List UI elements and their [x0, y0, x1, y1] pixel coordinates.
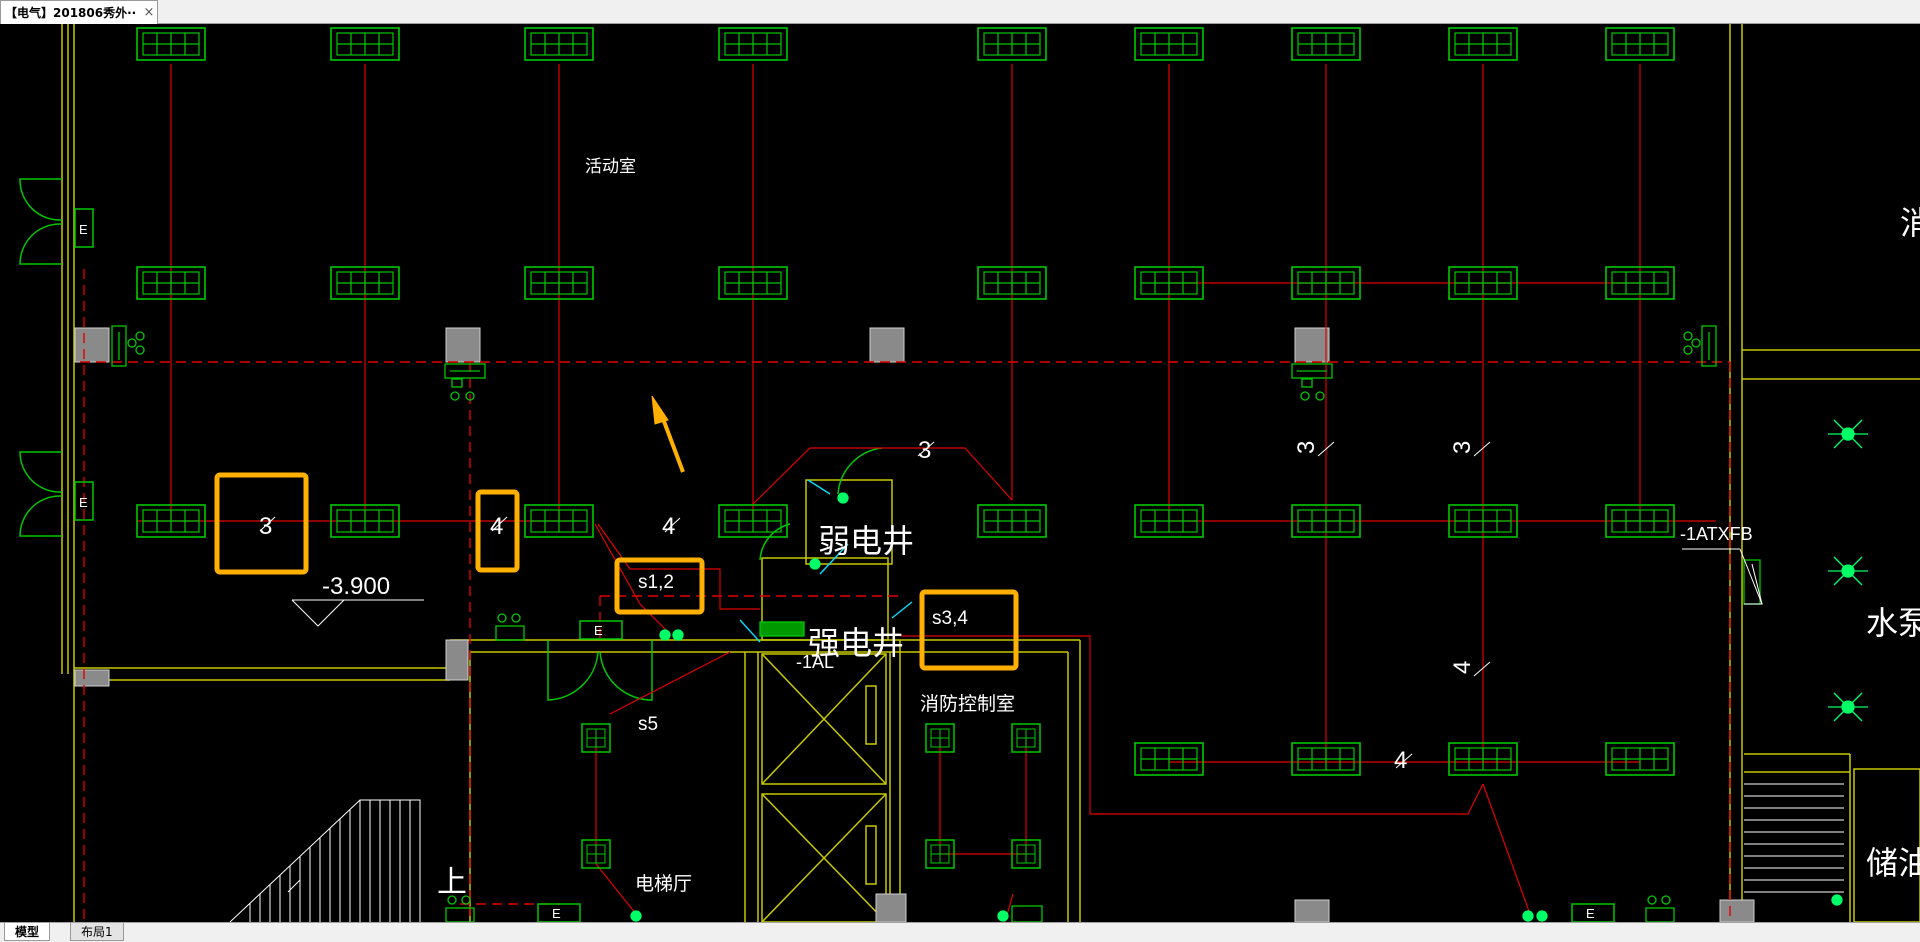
circuit-wiring: [137, 64, 1716, 922]
svg-text:E: E: [594, 623, 603, 638]
room-label-strong-shaft: 强电井: [808, 625, 904, 661]
highlight-boxes: [214, 472, 1019, 671]
panel-label-1al: -1AL: [796, 652, 834, 672]
exit-signs: E E E E E: [74, 208, 1615, 922]
svg-text:E: E: [79, 222, 88, 237]
circuit-label-s12: s1,2: [638, 572, 674, 593]
elevation-marker: [291, 548, 1763, 627]
drawing-canvas[interactable]: E E E E E: [0, 24, 1920, 922]
svg-text:E: E: [1586, 906, 1595, 921]
room-label-pump: 水泵: [1866, 605, 1920, 641]
document-tab-bar: 【电气】201806秀外·· ×: [0, 0, 1920, 24]
wire-count-4a: 4: [490, 513, 503, 540]
room-label-elevator-hall: 电梯厅: [635, 873, 692, 895]
tab-model[interactable]: 模型: [4, 923, 51, 941]
building-walls: [61, 24, 1920, 922]
room-label-activity: 活动室: [585, 157, 636, 176]
svg-text:E: E: [552, 906, 561, 921]
panel-label-1atxfb: -1ATXFB: [1680, 524, 1753, 544]
leaders: [739, 479, 913, 643]
room-label-fire-control: 消防控制室: [920, 693, 1015, 715]
wire-count-3a: 3: [259, 513, 272, 540]
room-label-edge: 消: [1900, 205, 1920, 241]
wire-count-3r1: 3: [1293, 441, 1320, 454]
document-tab-title: 【电气】201806秀外··: [5, 6, 137, 20]
circuit-label-s34: s3,4: [932, 608, 968, 629]
layout-tab-bar: 模型 布局1: [0, 922, 1920, 942]
doors: [19, 178, 883, 701]
wire-count-4r: 4: [1449, 661, 1476, 674]
detectors: [111, 325, 1761, 922]
room-label-weak-shaft: 弱电井: [818, 523, 914, 559]
close-icon[interactable]: ×: [143, 5, 155, 20]
circuit-label-s5: s5: [638, 714, 658, 735]
stair-right: [1744, 783, 1844, 893]
emergency-lights: [630, 419, 1868, 922]
document-tab[interactable]: 【电气】201806秀外·· ×: [0, 0, 158, 24]
svg-text:E: E: [79, 495, 88, 510]
wire-count-3top: 3: [918, 437, 931, 464]
elevation-label: -3.900: [322, 573, 390, 600]
wire-count-4b: 4: [662, 513, 675, 540]
tab-layout1[interactable]: 布局1: [70, 923, 124, 941]
room-label-oil: 储油: [1866, 845, 1920, 881]
arrow-annotation: [651, 395, 685, 473]
wire-ticks: [259, 441, 1491, 893]
wire-count-3r2: 3: [1449, 441, 1476, 454]
columns: [74, 327, 1755, 922]
wire-count-4bot: 4: [1394, 747, 1407, 774]
stair-up-label: 上: [437, 866, 467, 899]
stair: [229, 799, 421, 922]
